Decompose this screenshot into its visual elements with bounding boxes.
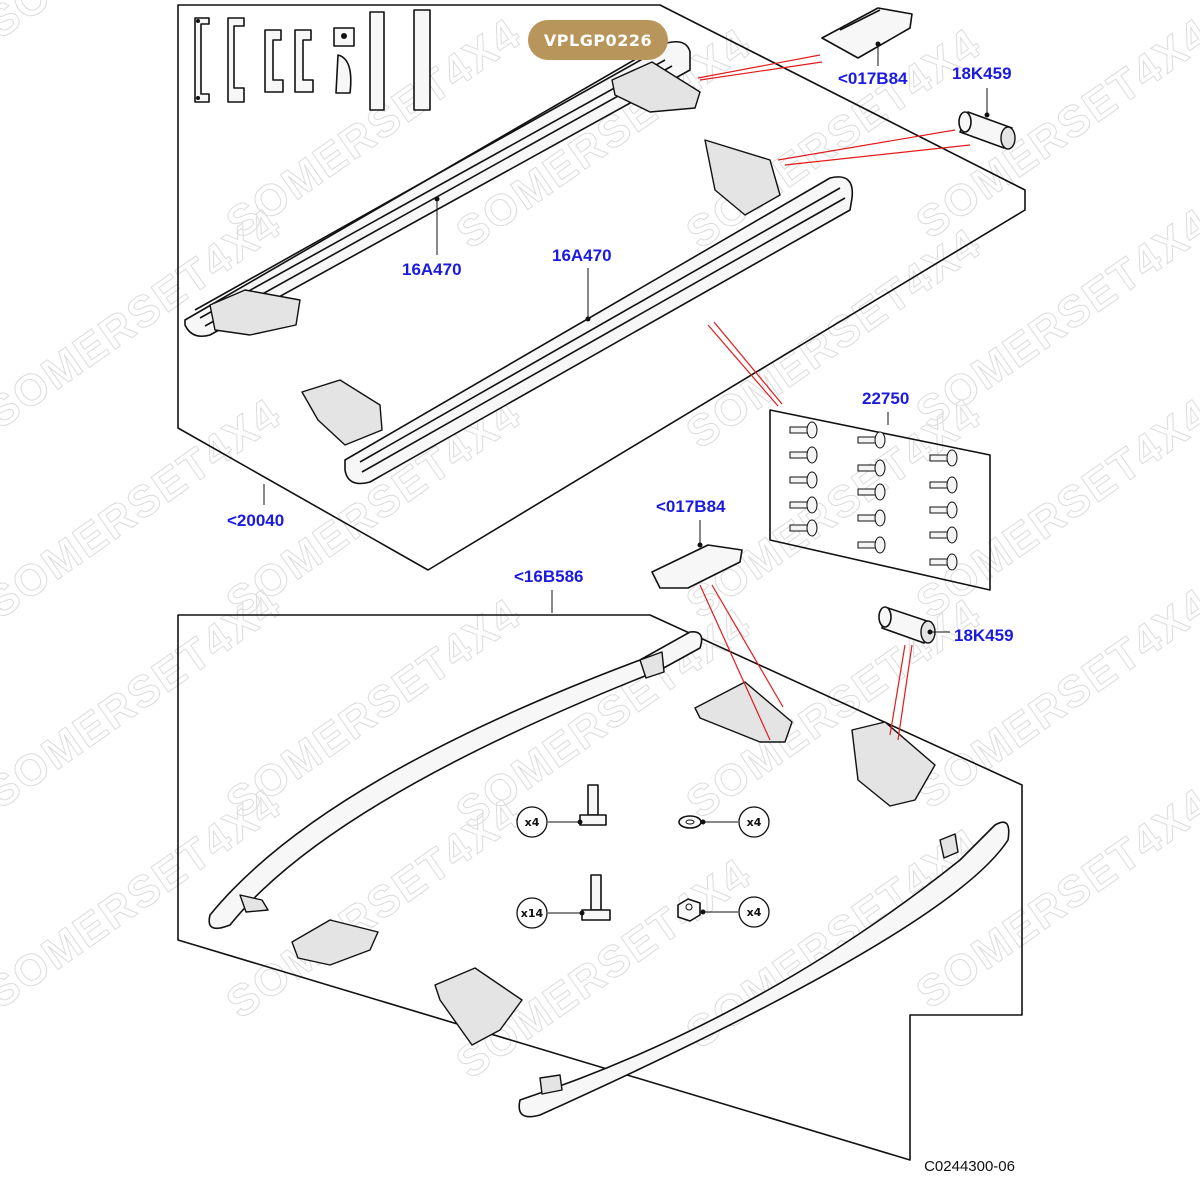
nut <box>677 898 738 922</box>
rivet <box>929 526 958 544</box>
bracket-cover-part-bottom <box>651 544 743 589</box>
rivet <box>857 459 886 477</box>
kit-frame-bottom <box>177 614 1023 1161</box>
s-bracket-2 <box>294 29 314 93</box>
rivet <box>789 421 818 439</box>
rivet <box>857 509 886 527</box>
rivet-kit-frame <box>769 409 991 591</box>
mount-bracket-b <box>851 721 936 807</box>
side-rail-right <box>518 821 1010 1118</box>
svg-text:x4: x4 <box>747 906 762 919</box>
rivet <box>857 431 886 449</box>
rivet <box>789 446 818 464</box>
rivets-group <box>789 421 958 571</box>
rivet <box>789 519 818 537</box>
watermark-layer: SOMERSET4X4 SOMERSET4X4 SOMERSET4X4 SOME… <box>0 0 1200 1089</box>
svg-text:x4: x4 <box>747 816 762 829</box>
svg-text:x4: x4 <box>525 816 540 829</box>
running-board-right <box>301 139 854 485</box>
watermark: SOMERSET4X4 <box>908 779 1200 1018</box>
label-bracket-cover-top[interactable]: <017B84 <box>838 69 908 88</box>
label-kit-top[interactable]: <20040 <box>227 511 284 530</box>
label-bush-top[interactable]: 18K459 <box>952 64 1012 83</box>
qty-bolt-long: x14 <box>516 897 548 929</box>
label-step-left[interactable]: 16A470 <box>402 260 462 279</box>
mount-bracket-a <box>694 681 793 743</box>
qty-washer: x4 <box>738 806 770 838</box>
bolt-long <box>548 874 611 921</box>
c-bracket-1 <box>194 17 210 103</box>
rivet <box>857 483 886 501</box>
figure-code: C0244300-06 <box>924 1158 1015 1175</box>
side-rail-left <box>208 631 703 930</box>
washer <box>678 815 738 829</box>
label-step-right[interactable]: 16A470 <box>552 246 612 265</box>
mount-bracket-d <box>434 967 523 1046</box>
bracket-cover-part-top <box>821 7 913 59</box>
svg-text:x14: x14 <box>521 907 544 920</box>
label-bush-bottom[interactable]: 18K459 <box>954 626 1014 645</box>
rivet <box>929 553 958 571</box>
rivet <box>789 471 818 489</box>
svg-text:VPLGP0226: VPLGP0226 <box>544 31 652 50</box>
c-bracket-2 <box>227 17 245 103</box>
label-rivets[interactable]: 22750 <box>862 389 909 408</box>
watermark: SOMERSET4X4 <box>0 0 290 48</box>
rivet <box>929 449 958 467</box>
label-kit-bottom[interactable]: <16B586 <box>514 567 583 586</box>
model-badge: VPLGP0226 <box>528 20 668 60</box>
fixing-brackets-group <box>194 9 431 111</box>
label-bracket-cover-bottom[interactable]: <017B84 <box>656 497 726 516</box>
rivet <box>857 536 886 554</box>
qty-nut: x4 <box>738 896 770 928</box>
rivet <box>789 496 818 514</box>
plate-bracket-1 <box>333 27 355 94</box>
long-bracket-2 <box>413 9 431 111</box>
kit-frame-top <box>177 4 1026 571</box>
rivet <box>929 476 958 494</box>
bush-part-top <box>958 111 1016 150</box>
long-bracket-1 <box>369 11 385 111</box>
running-board-left <box>184 40 701 338</box>
rivet <box>929 501 958 519</box>
bolt-short <box>548 784 607 826</box>
qty-bolt-short: x4 <box>516 806 548 838</box>
s-bracket-1 <box>264 29 284 93</box>
mount-bracket-c <box>291 919 379 966</box>
